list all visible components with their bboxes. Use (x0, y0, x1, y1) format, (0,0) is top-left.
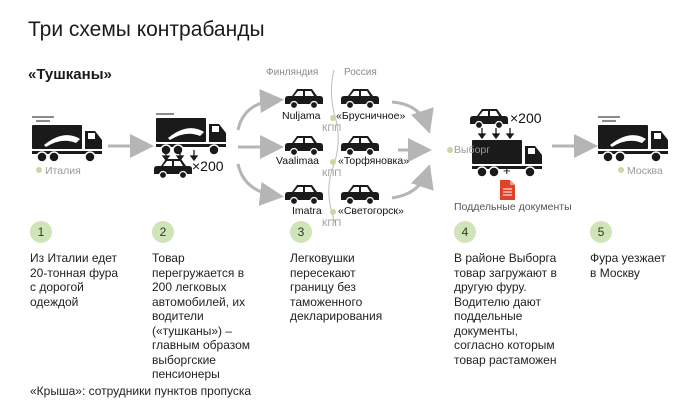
checkpoint-dot (330, 159, 336, 165)
russian-post-brusnichnoe: «Брусничное» (336, 110, 406, 122)
scheme-subtitle: «Тушканы» (28, 66, 112, 83)
branch-arrow-bottom (236, 163, 284, 206)
car-icon (340, 88, 380, 110)
car-icon (284, 88, 324, 110)
plus-sign: + (503, 163, 511, 178)
russian-post-svetogorsk: «Светогорск» (338, 205, 404, 217)
step-3-text: Легковушки пересекают границу без таможе… (290, 251, 383, 323)
converge-arrow-top (391, 100, 434, 134)
step-2-badge: 2 (152, 221, 174, 243)
car-icon (284, 135, 324, 157)
step-5-text: Фура уезжает в Москву (590, 251, 666, 280)
unloading-truck-icon (155, 113, 227, 156)
step-4-text: В районе Выборга товар загружают в другу… (454, 251, 557, 367)
checkpoint-label: КПП (322, 123, 342, 134)
border-line (328, 69, 339, 226)
finnish-post-vaalimaa: Vaalimaa (276, 155, 319, 167)
fake-document-icon (500, 180, 515, 200)
car-icon (469, 108, 509, 130)
country-finland-label: Финляндия (266, 67, 319, 78)
origin-truck-icon (31, 116, 103, 163)
car-icon (153, 158, 193, 180)
car-icon (340, 184, 380, 206)
checkpoint-label: КПП (322, 218, 342, 229)
finnish-post-imatra: Imatra (292, 205, 322, 217)
step-5-badge: 5 (590, 221, 612, 243)
step-1-badge: 1 (30, 221, 52, 243)
russian-post-torfyanovka: «Торфяновка» (338, 155, 410, 167)
down-arrows-icon (161, 150, 199, 162)
place-vyborg-text: Выборг (454, 144, 491, 156)
step-1-text: Из Италии едет 20-тонная фура с дорогой … (30, 251, 119, 309)
converge-arrow-bottom (391, 164, 434, 200)
destination-truck-icon (597, 116, 669, 163)
page-title: Три схемы контрабанды (28, 18, 265, 41)
branch-arrow-top (236, 89, 284, 131)
step-2-text: Товар перегружается в 200 легковых автом… (152, 251, 251, 381)
checkpoint-dot (330, 209, 336, 215)
country-russia-label: Россия (344, 67, 377, 78)
car-icon (284, 184, 324, 206)
step-3-badge: 3 (290, 221, 312, 243)
place-destination-label: Москва (618, 165, 663, 177)
down-arrows-icon (477, 128, 515, 140)
car-count-label-vyborg: ×200 (510, 110, 542, 126)
finnish-post-nuljama: Nuljama (282, 110, 321, 122)
footer-note: «Крыша»: сотрудники пунктов пропуска (30, 384, 252, 398)
checkpoint-label: КПП (322, 168, 342, 179)
vyborg-dot (447, 147, 453, 153)
checkpoint-dot (330, 115, 336, 121)
step-4-badge: 4 (454, 221, 476, 243)
car-icon (340, 135, 380, 157)
place-origin-label: Италия (36, 165, 81, 177)
car-count-label: ×200 (192, 158, 224, 174)
fake-documents-label: Поддельные документы (454, 201, 572, 213)
